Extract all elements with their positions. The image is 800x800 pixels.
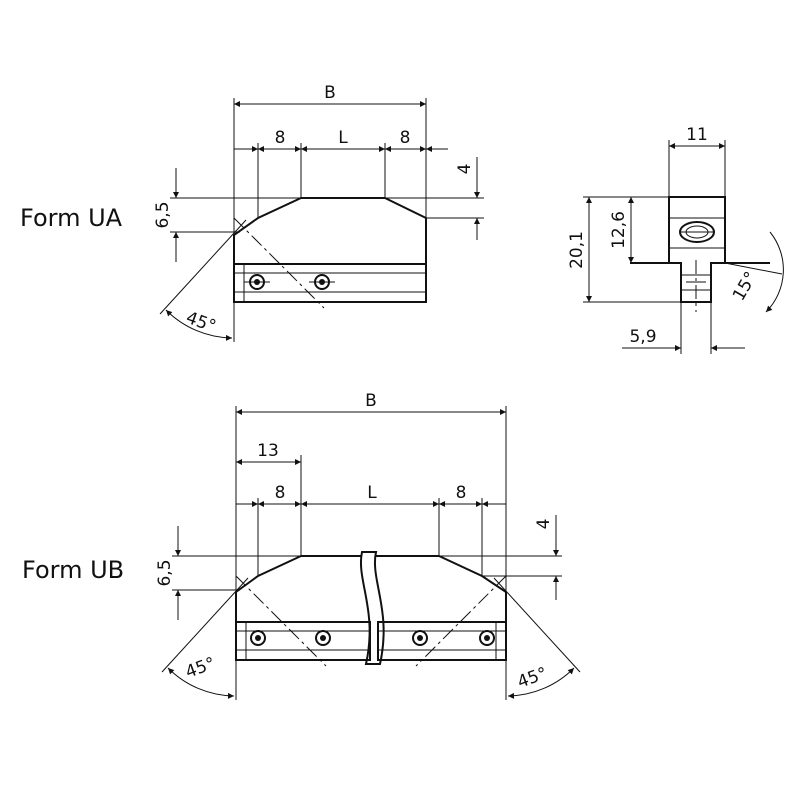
form-ub-view: Form UB [22,391,581,700]
side-dim-20-1: 20,1 [567,196,681,303]
form-ua-hole [309,274,335,290]
dim-11-label: 11 [686,125,708,145]
angle-15-label: 15° [729,268,761,304]
dim-20-1-label: 20,1 [567,231,587,269]
ub-dim-left-8-label: 8 [275,483,286,503]
ub-angle-45-left-label: 45° [183,654,218,683]
form-ub-dim-6-5: 6,5 [155,526,301,620]
angle-45-label: 45° [183,308,218,337]
form-ub-hole [250,630,266,646]
side-angle-15: 15° [724,231,784,313]
dim-13-label: 13 [257,441,279,461]
form-ua-body [233,197,427,309]
form-ub-dim-13: 13 [236,441,302,556]
form-ua-dim-6-5: 6,5 [153,168,301,262]
form-ub-title: Form UB [22,556,124,584]
ub-dim-right-8-label: 8 [456,483,467,503]
form-ua-dim-b: B [233,83,427,262]
side-dim-11: 11 [668,125,726,197]
ub-dim-b-label: B [365,391,377,411]
dim-4-label: 4 [455,164,475,175]
form-ua-dim-4: 4 [385,157,484,240]
ub-dim-6-5-label: 6,5 [155,559,175,586]
ub-dim-l-label: L [367,483,377,503]
side-dim-12-6: 12,6 [609,197,634,263]
ub-dim-4-label: 4 [534,519,554,530]
form-ub-dim-8-l-8: 8 L 8 [236,483,506,576]
dim-l-label: L [338,128,348,148]
form-ub-body [235,551,507,667]
dim-12-6-label: 12,6 [609,211,629,249]
side-dim-5-9: 5,9 [622,302,745,354]
form-ua-title: Form UA [20,204,123,232]
form-ub-hole [479,630,495,646]
dim-6-5-label: 6,5 [153,201,173,228]
form-ub-hole [315,630,331,646]
form-ua-view: Form UA [20,83,484,342]
dim-right-8-label: 8 [400,128,411,148]
form-ub-hole [412,630,428,646]
form-ua-dim-8-l-8: 8 L 8 [234,128,448,218]
form-ub-dim-4: 4 [439,515,562,600]
side-view: 11 20,1 12,6 5,9 15° [567,125,784,354]
dim-b-label: B [324,83,336,103]
dim-left-8-label: 8 [275,128,286,148]
dim-5-9-label: 5,9 [629,327,656,347]
form-ub-dim-b: B [235,391,507,620]
form-ua-hole [244,274,270,290]
